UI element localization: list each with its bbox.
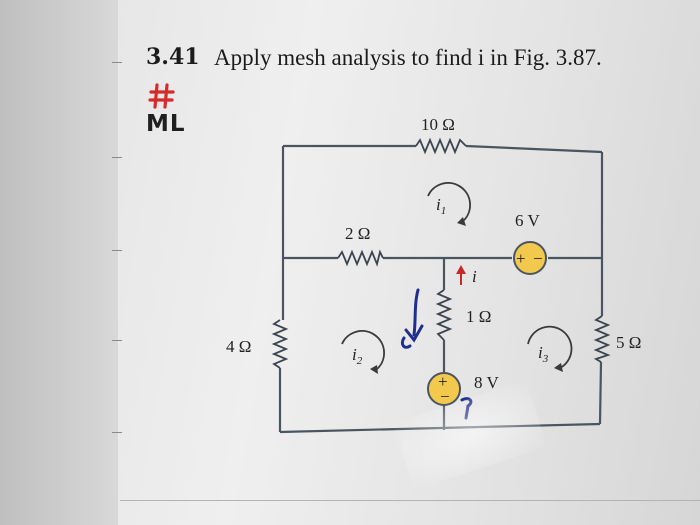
problem-number: 3.41	[146, 44, 200, 70]
source-8v-minus: −	[440, 387, 450, 406]
branch-current-arrow	[456, 265, 466, 285]
margin-tick	[112, 157, 122, 158]
resistor-4-ohm	[271, 319, 289, 369]
multisim-hash-icon	[148, 83, 175, 109]
source-8v-plus: +	[438, 372, 448, 391]
page-bottom-rule	[120, 500, 700, 501]
handwritten-arrow-annotation	[400, 288, 424, 349]
margin-tick	[112, 432, 122, 433]
label-4-ohm: 4 Ω	[226, 337, 251, 356]
margin-tick	[112, 62, 122, 63]
label-6v: 6 V	[515, 211, 540, 230]
mesh-arrow-1	[427, 182, 471, 226]
mesh-arrow-2	[341, 330, 385, 374]
source-6v: + −	[513, 241, 547, 275]
branch-current-label: i	[472, 267, 477, 286]
margin-tick	[112, 250, 122, 251]
wire-right-lower	[598, 361, 603, 425]
source-6v-minus: −	[533, 249, 543, 268]
label-1-ohm: 1 Ω	[466, 307, 491, 326]
page-margin	[0, 0, 118, 525]
label-2-ohm: 2 Ω	[345, 224, 370, 243]
label-10-ohm: 10 Ω	[421, 115, 455, 134]
source-6v-plus: +	[516, 249, 526, 268]
source-8v: + −	[427, 372, 461, 406]
label-5-ohm: 5 Ω	[616, 333, 641, 352]
resistor-1-ohm	[435, 289, 453, 341]
resistor-5-ohm	[593, 315, 611, 363]
label-8v: 8 V	[474, 373, 499, 392]
mesh-arrow-3	[527, 325, 573, 372]
matlab-badge: ML	[146, 111, 186, 137]
wire-top-right	[465, 144, 603, 154]
margin-tick	[112, 340, 122, 341]
mesh-current-2-label: i2	[352, 345, 363, 367]
problem-statement: Apply mesh analysis to find i in Fig. 3.…	[214, 45, 602, 70]
resistor-10-ohm	[415, 137, 467, 155]
mesh-current-1-label: i1	[436, 195, 446, 217]
resistor-2-ohm	[337, 249, 384, 267]
mesh-current-3-label: i3	[538, 343, 549, 365]
